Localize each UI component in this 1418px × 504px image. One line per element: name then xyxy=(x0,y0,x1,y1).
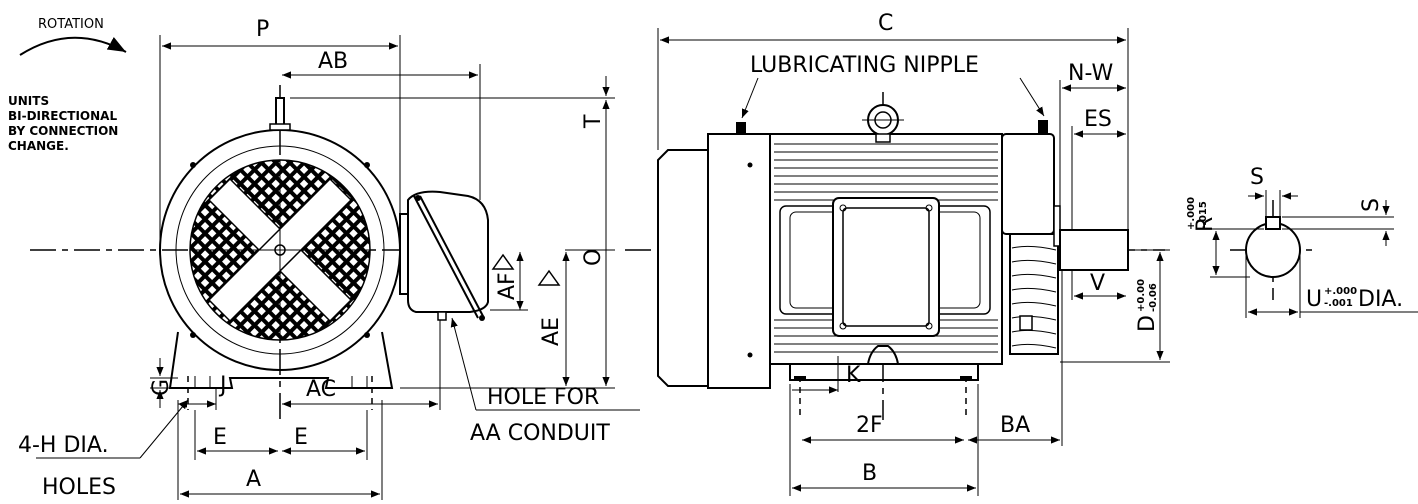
dim-U-tol-plus: +.000 xyxy=(1324,286,1357,297)
dim-R-label: R xyxy=(1193,217,1218,232)
units-line-3: BY CONNECTION xyxy=(8,124,118,138)
dim-S-width-label: S xyxy=(1250,165,1264,190)
callout-holes-dia: 4-H DIA. xyxy=(18,433,109,458)
rear-endshield xyxy=(707,133,771,389)
dim-K-label: K xyxy=(846,363,861,388)
front-fan-housing xyxy=(1009,233,1059,355)
dim-E-left-label: E xyxy=(213,425,227,450)
dim-ES-label: ES xyxy=(1084,107,1112,132)
callout-hole-for: HOLE FOR xyxy=(487,385,599,410)
front-view: P AB T O AE AF G J AC xyxy=(18,17,640,500)
dim-V-label: V xyxy=(1090,271,1105,296)
dim-AF-label: AF xyxy=(495,272,520,300)
dim-S-depth-label: S xyxy=(1359,198,1384,212)
units-note: UNITS BI-DIRECTIONAL BY CONNECTION CHANG… xyxy=(8,94,118,153)
lubricating-nipple-label: LUBRICATING NIPPLE xyxy=(750,53,979,78)
units-line-1: UNITS xyxy=(8,94,49,108)
front-endshield-top xyxy=(1001,133,1055,235)
dim-R-tol-minus: -.015 xyxy=(1198,201,1209,230)
side-feet xyxy=(789,364,979,381)
shaft-section-circle xyxy=(1245,222,1301,278)
callout-holes: HOLES xyxy=(42,475,116,500)
dim-BA-label: BA xyxy=(1000,413,1030,438)
dim-E-right-label: E xyxy=(294,425,308,450)
dim-J-label: J xyxy=(218,373,227,398)
dim-D-tol-plus: +0.00 xyxy=(1136,279,1147,312)
dim-P-label: P xyxy=(256,17,269,42)
shaft-end-view: S S R +.000 -.015 U +.000 -.001 DIA. xyxy=(1186,165,1418,318)
dim-AC-label: AC xyxy=(306,377,336,402)
dim-G-label: G xyxy=(149,379,174,396)
dim-O-label: O xyxy=(581,249,606,266)
dim-2F-label: 2F xyxy=(856,413,883,438)
dim-B-label: B xyxy=(862,461,877,486)
keyway xyxy=(1265,216,1281,230)
dim-AB-label: AB xyxy=(318,49,348,74)
units-line-2: BI-DIRECTIONAL xyxy=(8,109,117,123)
callout-aa-conduit: AA CONDUIT xyxy=(470,421,610,446)
dim-U-dia-label: DIA. xyxy=(1358,287,1403,312)
shaft xyxy=(1059,229,1129,271)
dim-C-label: C xyxy=(878,11,893,36)
dim-D-tol-minus: -0.06 xyxy=(1148,283,1159,312)
dim-NW-label: N-W xyxy=(1068,61,1114,86)
conduit-box xyxy=(407,190,489,313)
side-terminal-box xyxy=(832,197,940,337)
fan-cover xyxy=(657,149,709,387)
dim-AE-label: AE xyxy=(539,317,564,346)
units-line-4: CHANGE. xyxy=(8,139,69,153)
cooling-fins xyxy=(774,143,998,353)
rotation-label: ROTATION xyxy=(38,17,104,32)
dim-U-tol-minus: -.001 xyxy=(1324,298,1353,309)
dim-D-label: D xyxy=(1135,315,1160,332)
fan-cover-ring xyxy=(175,145,385,355)
rotation-note: ROTATION xyxy=(19,17,127,56)
dim-A-label: A xyxy=(246,467,261,492)
front-base-feet xyxy=(168,331,394,389)
dim-T-label: T xyxy=(581,114,606,129)
dim-U-label: U xyxy=(1306,287,1322,312)
dim-R-tol-plus: +.000 xyxy=(1186,197,1197,230)
rotation-arrow-icon xyxy=(19,36,127,56)
side-view: C LUBRICATING NIPPLE N-W ES V D +0.00 -0… xyxy=(625,11,1170,496)
